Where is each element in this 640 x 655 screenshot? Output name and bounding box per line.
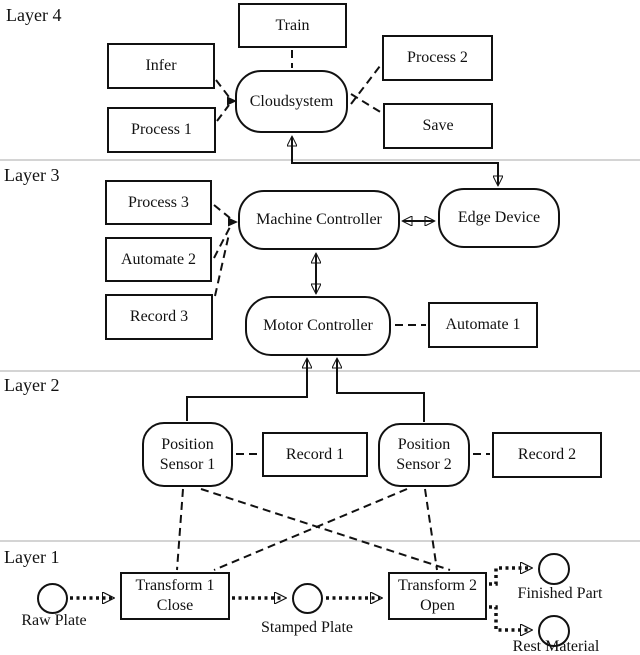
node-motor-controller: Motor Controller (245, 296, 391, 356)
flow-transform-2-rest-material (489, 605, 530, 630)
edge-automate-2-machine-controller (213, 226, 231, 259)
edge-position-sensor-2-transform-2 (424, 488, 438, 571)
state-stamped-plate-circle (292, 583, 323, 614)
finished-part-label: Finished Part (517, 585, 603, 602)
edge-cloudsystem-process-2 (350, 65, 381, 105)
edge-position-sensor-2-motor-controller (337, 359, 425, 422)
node-automate-2: Automate 2 (105, 237, 212, 282)
node-infer: Infer (107, 43, 215, 89)
node-record-2: Record 2 (492, 432, 602, 478)
node-transform-1: Transform 1 Close (120, 572, 230, 620)
node-record-3: Record 3 (105, 294, 213, 340)
node-train: Train (238, 3, 347, 48)
edge-process-1-cloudsystem (216, 104, 230, 122)
transform-2-line2: Open (420, 597, 455, 614)
edge-position-sensor-2-transform-1 (213, 488, 408, 571)
edge-position-sensor-1-motor-controller (186, 359, 307, 421)
state-rest-material-circle (538, 615, 570, 647)
stamped-plate-label: Stamped Plate (261, 619, 353, 636)
rest-material-label: Rest Material (512, 638, 600, 655)
edge-position-sensor-1-transform-2 (200, 488, 451, 571)
node-process-2: Process 2 (382, 35, 493, 81)
layer-4-label: Layer 4 (6, 5, 62, 25)
node-process-1: Process 1 (107, 107, 216, 153)
edge-process-3-machine-controller (213, 204, 231, 219)
node-save: Save (383, 103, 493, 149)
layer-2-label: Layer 2 (4, 375, 60, 395)
transform-1-line2: Close (156, 597, 194, 614)
node-record-1: Record 1 (262, 432, 368, 477)
node-transform-2: Transform 2 Open (388, 572, 487, 620)
position-sensor-2-line2: Sensor 2 (396, 456, 452, 473)
flow-transform-2-finished-part (489, 568, 530, 586)
node-process-3: Process 3 (105, 180, 212, 225)
layer-3-label: Layer 3 (4, 165, 60, 185)
layer-divider-2-1 (0, 540, 640, 542)
position-sensor-1-line2: Sensor 1 (159, 455, 216, 473)
node-machine-controller: Machine Controller (238, 190, 400, 250)
layer-divider-3-2 (0, 370, 640, 372)
node-edge-device: Edge Device (438, 188, 560, 248)
position-sensor-2-line1: Position (397, 436, 451, 453)
state-finished-part-circle (538, 553, 570, 585)
edge-record-3-machine-controller (214, 233, 230, 297)
node-cloudsystem: Cloudsystem (235, 70, 348, 133)
position-sensor-1-line1: Position (161, 435, 214, 453)
arrowhead-into-machine-controller (228, 217, 238, 227)
edge-cloudsystem-save (350, 93, 383, 114)
layer-divider-4-3 (0, 159, 640, 161)
raw-plate-label: Raw Plate (21, 612, 87, 629)
node-automate-1: Automate 1 (428, 302, 538, 348)
edge-infer-cloudsystem (215, 79, 230, 98)
state-raw-plate-circle (37, 583, 68, 614)
edge-position-sensor-1-transform-1 (176, 488, 184, 571)
transform-1-line1: Transform 1 (135, 577, 215, 594)
transform-2-line1: Transform 2 (398, 577, 477, 594)
layer-1-label: Layer 1 (4, 547, 60, 567)
